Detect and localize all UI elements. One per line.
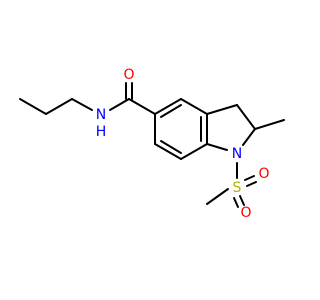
atom-carbonyl-oxygen: O — [123, 67, 134, 83]
bond-ring-c4-c3a — [180, 98, 208, 115]
bond-c2-methyl — [254, 119, 285, 130]
bond-propyl-1 — [45, 98, 73, 115]
bond-c2-n1 — [242, 128, 256, 146]
atom-sulfonyl-oxygen-2: O — [240, 205, 251, 221]
bond-ring-c5-c4 — [154, 98, 182, 115]
bond-c3-c2 — [236, 104, 256, 130]
atom-ring-nitrogen: N — [232, 146, 242, 162]
bond-n1-c7a — [206, 143, 228, 151]
bond-s-methyl — [206, 188, 229, 205]
bond-ring-inner-1 — [160, 104, 182, 118]
molecule-structure: O N H N S O O — [19, 67, 285, 221]
bond-s-o2-b — [233, 197, 239, 208]
bond-carbonyl-amide-n — [109, 98, 130, 111]
atom-sulfonyl-oxygen-1: O — [258, 166, 269, 182]
bond-c3a-c3 — [206, 104, 238, 115]
bond-s-o1-b — [246, 181, 257, 187]
atom-sulfur: S — [233, 180, 242, 196]
atom-amide-hydrogen: H — [96, 124, 107, 140]
bond-carbonyl-ring — [128, 98, 156, 115]
bond-ring-c7-c6 — [154, 143, 182, 160]
bond-ring-inner-3 — [160, 140, 182, 154]
bond-s-o1-a — [244, 175, 255, 181]
bond-s-o2-a — [239, 195, 245, 206]
bond-amide-n-propyl — [71, 98, 93, 111]
bond-propyl-2 — [19, 98, 47, 115]
atom-amide-nitrogen: N — [96, 107, 106, 123]
bond-ring-c7a-c7 — [180, 143, 208, 160]
